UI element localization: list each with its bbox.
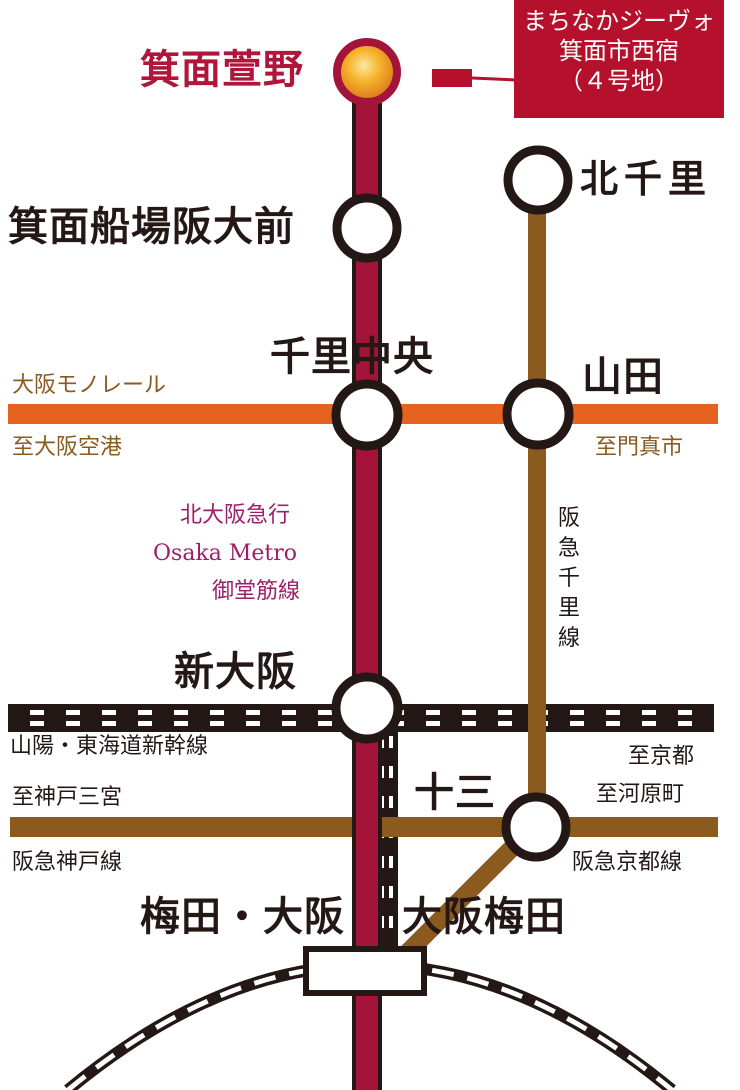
umeda-terminal-box <box>303 946 427 996</box>
station-minoh-kayano <box>333 38 401 106</box>
callout-leader <box>471 76 517 82</box>
label-hankyu-senri-line: 阪 急 千 里 線 <box>558 506 581 651</box>
label-to-osaka-airport: 至大阪空港 <box>12 435 123 460</box>
label-hankyu-kyoto-line: 阪急京都線 <box>572 850 683 875</box>
label-juso: 十三 <box>414 769 496 816</box>
label-kita-senri: 北千里 <box>580 156 713 201</box>
label-shin-osaka: 新大阪 <box>174 648 297 695</box>
label-umeda-osaka: 梅田・大阪 <box>140 893 345 940</box>
station-minoh-senba <box>332 193 402 263</box>
station-juso <box>501 792 571 862</box>
label-to-sannomiya: 至神戸三宮 <box>12 785 123 810</box>
label-senri-chuo: 千里中央 <box>270 333 434 380</box>
label-midosuji-2: Osaka Metro <box>153 541 298 566</box>
station-kita-senri <box>503 145 573 215</box>
callout-marker <box>432 69 472 87</box>
callout-lot: （４号地） <box>559 67 679 95</box>
callout-title: まちなかジーヴォ <box>523 7 715 35</box>
midosuji-line <box>356 80 378 1090</box>
hankyu-senri-line <box>528 180 546 830</box>
label-shinkansen: 山陽・東海道新幹線 <box>10 734 209 759</box>
label-minoh-senba-handaimae: 箕面船場阪大前 <box>8 203 295 250</box>
label-osaka-monorail: 大阪モノレール <box>12 373 167 398</box>
label-midosuji-3: 御堂筋線 <box>212 579 301 604</box>
label-yamada: 山田 <box>582 353 664 400</box>
label-to-kadoma: 至門真市 <box>595 435 684 460</box>
callout-location: 箕面市西宿 <box>559 37 679 65</box>
label-osaka-umeda: 大阪梅田 <box>402 893 566 940</box>
label-hankyu-kobe-line: 阪急神戸線 <box>12 850 123 875</box>
label-midosuji-1: 北大阪急行 <box>180 503 291 528</box>
station-shin-osaka <box>331 672 403 744</box>
station-yamada <box>502 378 574 450</box>
station-senri-chuo <box>331 379 403 451</box>
label-to-kyoto: 至京都 <box>628 744 695 769</box>
property-callout: まちなかジーヴォ 箕面市西宿 （４号地） <box>514 0 724 118</box>
label-to-kawaramachi: 至河原町 <box>596 782 685 807</box>
label-minoh-kayano: 箕面萱野 <box>140 46 304 93</box>
